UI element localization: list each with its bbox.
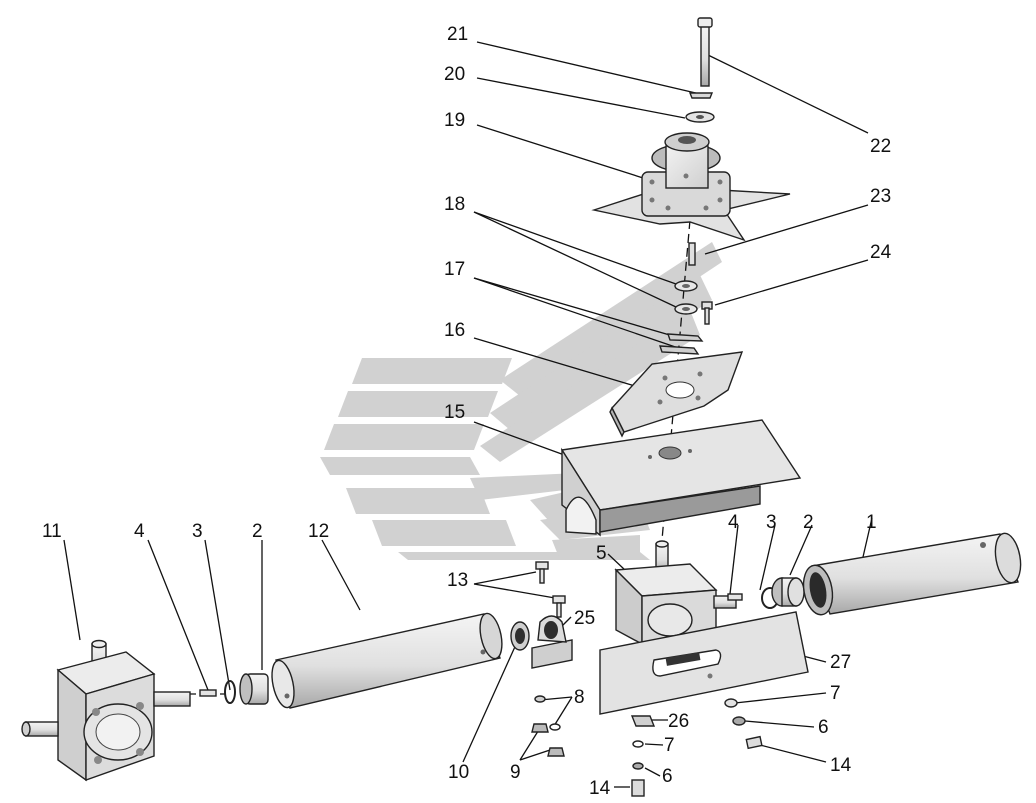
label-8: 8 (574, 687, 585, 708)
label-7-lower: 7 (664, 735, 675, 756)
label-21: 21 (447, 24, 468, 45)
washers-7 (632, 698, 738, 748)
bolts-13 (535, 561, 566, 618)
label-1: 1 (866, 512, 877, 533)
label-3-left: 3 (192, 521, 203, 542)
bearing-2-right (771, 577, 805, 607)
label-16: 16 (444, 320, 465, 341)
callout-labels: 21 20 19 22 23 18 24 17 16 15 11 4 3 2 1… (42, 24, 892, 799)
cover-plate-27 (599, 611, 809, 715)
leader-lines (63, 41, 873, 788)
pin-21 (688, 92, 714, 99)
bolt-24 (701, 301, 713, 325)
key-4-right (727, 593, 743, 601)
label-20: 20 (444, 64, 465, 85)
nuts-9 (531, 723, 565, 757)
label-27: 27 (830, 652, 851, 673)
label-6-lower: 6 (662, 766, 673, 787)
pillow-block-25 (531, 615, 573, 669)
label-13: 13 (447, 570, 468, 591)
bearing-2-left (239, 673, 269, 705)
label-24: 24 (870, 242, 892, 263)
label-22: 22 (870, 136, 891, 157)
washers-8 (534, 695, 561, 731)
label-19: 19 (444, 110, 465, 131)
clip-26 (630, 715, 656, 727)
washers-18 (674, 280, 698, 315)
label-2-left: 2 (252, 521, 263, 542)
pin-23 (688, 242, 696, 266)
label-9: 9 (510, 762, 521, 783)
label-14-lower: 14 (589, 778, 611, 799)
nuts-6 (632, 716, 746, 770)
washer-20 (685, 111, 715, 123)
tube-1 (802, 532, 1022, 616)
label-18: 18 (444, 194, 465, 215)
bearing-10 (510, 621, 530, 651)
plate-16 (609, 351, 744, 438)
label-17: 17 (444, 259, 465, 280)
label-4-right: 4 (728, 512, 739, 533)
keys-17 (659, 333, 704, 355)
label-5: 5 (596, 543, 607, 564)
label-6-right: 6 (818, 717, 829, 738)
label-10: 10 (448, 762, 469, 783)
housing-15 (560, 419, 802, 537)
label-26: 26 (668, 711, 689, 732)
label-14-right: 14 (830, 755, 852, 776)
tube-12 (271, 612, 503, 709)
label-25: 25 (574, 608, 595, 629)
bolts-14 (631, 735, 763, 797)
label-11: 11 (42, 521, 62, 542)
label-4-left: 4 (134, 521, 145, 542)
rotor-hub-19 (591, 132, 791, 242)
bolt-22 (697, 17, 713, 87)
label-15: 15 (444, 402, 465, 423)
gearbox-11 (21, 639, 191, 782)
label-12: 12 (308, 521, 329, 542)
label-7-right: 7 (830, 683, 841, 704)
circlip-3-left (224, 680, 236, 704)
label-3-right: 3 (766, 512, 777, 533)
label-23: 23 (870, 186, 891, 207)
label-2-right: 2 (803, 512, 814, 533)
key-4-left (199, 689, 217, 697)
